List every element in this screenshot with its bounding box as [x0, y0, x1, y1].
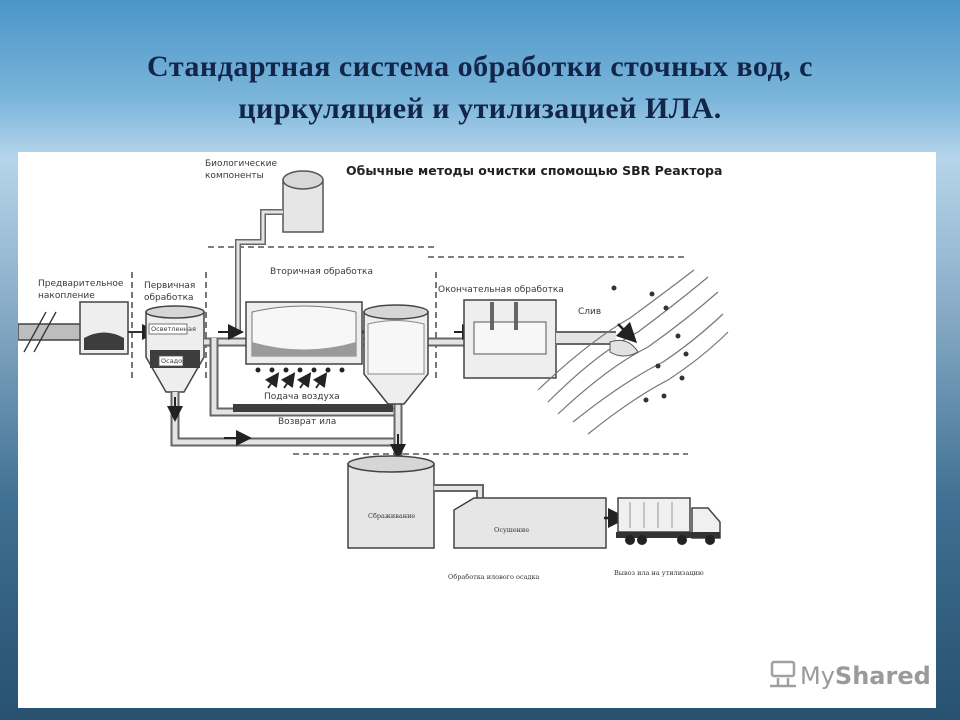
river	[537, 269, 729, 435]
primary-clarifier	[145, 305, 205, 393]
bio-components-label-1: Биологические	[205, 159, 277, 169]
slide-title-line-1: Стандартная система обработки сточных во…	[147, 50, 813, 83]
myshared-logo-icon	[770, 660, 796, 688]
drying-bed	[453, 497, 607, 549]
bio-components-silo	[235, 170, 324, 332]
discharge-label: Слив	[578, 307, 601, 317]
aeration-basin	[245, 301, 363, 365]
primary-label-2: обработка	[144, 293, 194, 303]
fermentation-label: Сбраживание	[368, 512, 415, 520]
air-diffusers	[255, 367, 345, 373]
slide-title-line-2: циркуляцией и утилизацией ИЛА.	[238, 92, 722, 125]
clarified-label: Осветленная	[151, 325, 196, 333]
secondary-clarifier	[363, 304, 429, 405]
fermentation-tank	[347, 455, 484, 549]
sludge-return-channel	[233, 404, 393, 412]
sediment-label: Осадок	[161, 357, 186, 365]
section-dividers	[131, 246, 688, 455]
slide-title: Стандартная система обработки сточных во…	[40, 46, 920, 130]
watermark-prefix: My	[800, 662, 835, 690]
river-plants	[611, 285, 689, 403]
final-label: Окончательная обработка	[438, 285, 564, 295]
drying-label: Осушение	[494, 526, 529, 534]
truck-icon	[616, 497, 721, 545]
diagram-panel: Обычные методы очистки спомощью SBR Реак…	[18, 152, 936, 708]
bio-components-label-2: компоненты	[205, 171, 264, 181]
diagram-heading: Обычные методы очистки спомощью SBR Реак…	[346, 163, 722, 178]
disposal-label: Вывоз ила на утилизацию	[614, 569, 704, 577]
pre-storage-label-2: накопление	[38, 291, 95, 301]
treatment-diagram: Обычные методы очистки спомощью SBR Реак…	[18, 159, 931, 690]
final-treatment-tank	[463, 299, 616, 379]
pre-storage-tank	[79, 301, 158, 355]
primary-label-1: Первичная	[144, 281, 195, 291]
sludge-treatment-label: Обработка илового осадка	[448, 573, 540, 581]
svg-text:MyShared: MyShared	[800, 662, 931, 690]
myshared-watermark: MyShared	[770, 660, 931, 690]
secondary-label: Вторичная обработка	[270, 267, 373, 277]
watermark-suffix: Shared	[835, 662, 931, 690]
sludge-return-label: Возврат ила	[278, 417, 336, 427]
discharge-splash	[609, 321, 639, 357]
inlet-pipe	[18, 311, 83, 353]
pre-storage-label-1: Предварительное	[38, 279, 124, 289]
air-supply-label: Подача воздуха	[264, 392, 340, 402]
